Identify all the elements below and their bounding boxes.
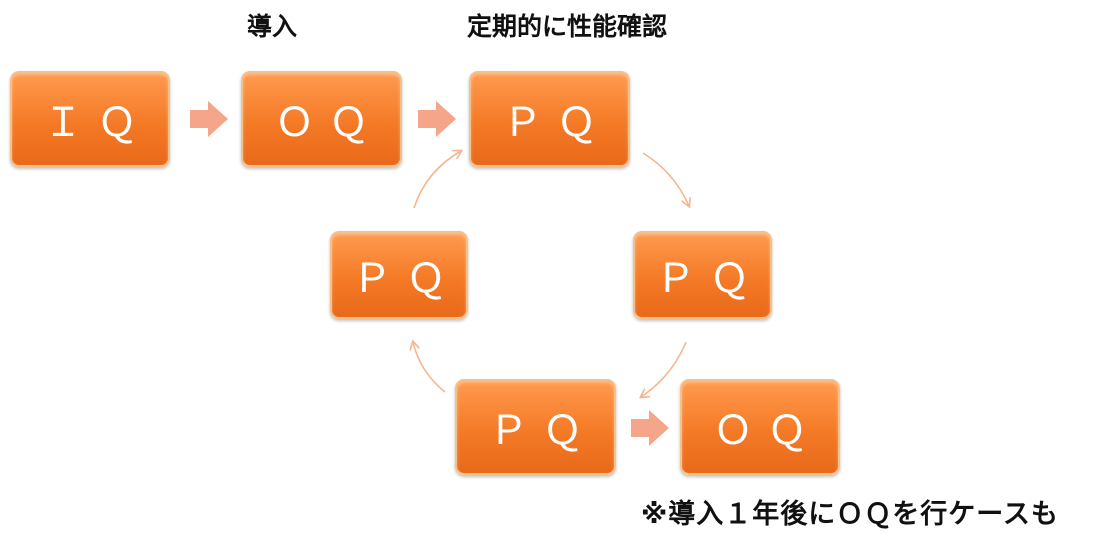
cycle-arrow-right-to-bottom [641,341,687,397]
box-pq-right: ＰＱ [633,231,772,319]
box-pq-bottom: ＰＱ [455,379,616,475]
box-oq-second: ＯＱ [680,379,840,475]
block-arrow-oq-to-pq [418,101,456,137]
block-arrow-iq-to-oq [190,101,228,137]
label-periodic-performance-check: 定期的に性能確認 [467,12,668,41]
box-pq-top: ＰＱ [469,71,630,167]
cycle-arrow-bottom-to-left [413,342,446,393]
cycle-arrow-top-to-right [642,152,689,206]
block-arrow-pq-to-oq [631,410,669,446]
box-pq-left: ＰＱ [330,231,468,319]
footnote: ※導入１年後にＯＱを行ケースも [641,499,1059,530]
box-iq: ＩＱ [10,71,170,167]
box-oq-first: ＯＱ [241,71,402,167]
cycle-arrow-left-to-top [413,151,461,209]
label-introduction: 導入 [247,12,298,41]
